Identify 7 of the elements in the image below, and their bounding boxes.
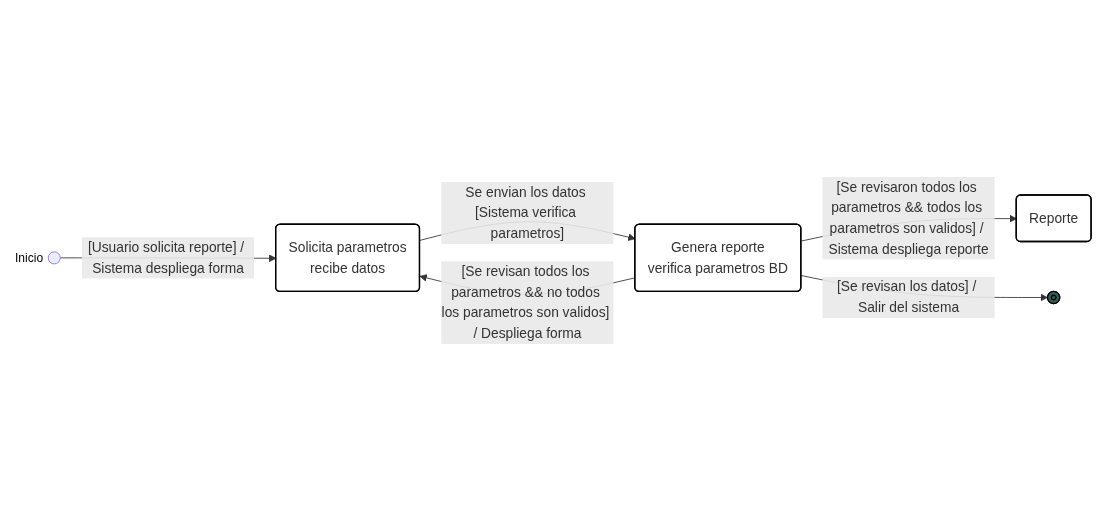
edge-label: [Usuario solicita reporte] / Sistema despliega forma — [87, 239, 245, 276]
edge-label: Se envian los datos [Sistema verifica parametros] — [465, 184, 586, 241]
edge-label: [Se revisan los datos] / Salir del sistema — [836, 279, 977, 315]
node-circle — [47, 251, 61, 265]
edge-label: [Se revisan todos los parametros && no todos los parametros son validos] / Despliega forma — [441, 263, 610, 341]
edge-label: [Se revisaron todos los parametros && todos los parametros son validos] / Sistema despliega reporte — [828, 179, 989, 257]
state-caption: Inicio — [14, 251, 44, 266]
